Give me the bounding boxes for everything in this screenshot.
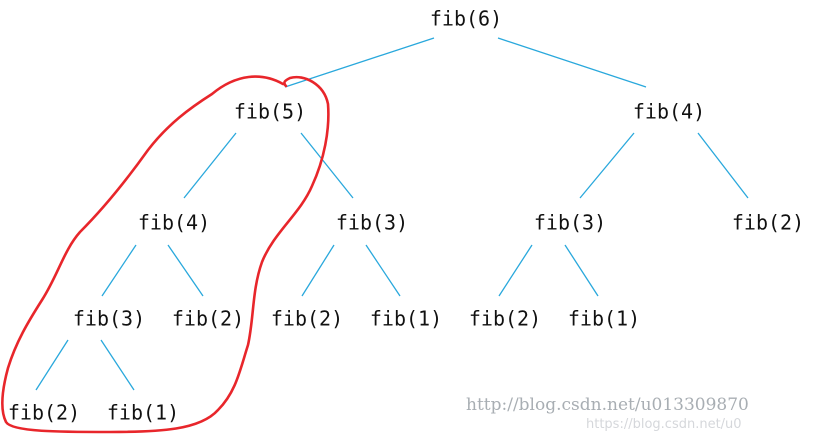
node-l4-b: fib(1) [107, 401, 179, 425]
node-l3-c: fib(2) [271, 307, 343, 331]
node-l2-c: fib(3) [534, 211, 606, 235]
node-l3-f: fib(1) [568, 307, 640, 331]
watermark-text: http://blog.csdn.net/u013309870 [466, 395, 749, 415]
node-l1-right: fib(4) [633, 100, 705, 124]
node-root: fib(6) [430, 7, 502, 31]
edge-root-left [284, 37, 435, 88]
node-l4-a: fib(2) [8, 401, 80, 425]
node-l2-a: fib(4) [138, 211, 210, 235]
watermark-faint-text: https://blog.csdn.net/u0 [586, 417, 742, 432]
tree-edges [35, 37, 749, 391]
node-l3-e: fib(2) [469, 307, 541, 331]
node-l3-a: fib(3) [73, 307, 145, 331]
node-l2-d: fib(2) [732, 211, 804, 235]
highlight-loop [1, 75, 330, 434]
edge-fib4r-fib2 [697, 132, 749, 199]
edge-fib4-fib2 [167, 244, 204, 297]
edge-fib3a-fib2 [301, 244, 335, 297]
edge-fib5-fib3 [300, 132, 354, 199]
edge-root-right [497, 37, 647, 88]
node-l1-left: fib(5) [234, 100, 306, 124]
edge-fib4r-fib3 [579, 132, 635, 199]
node-l3-b: fib(2) [172, 307, 244, 331]
edge-fib3c-fib1 [100, 339, 135, 391]
node-l3-d: fib(1) [370, 307, 442, 331]
edge-fib5-fib4 [183, 132, 237, 199]
edge-fib4-fib3 [101, 244, 137, 297]
edge-fib3b-fib1 [564, 244, 599, 297]
edge-fib3c-fib2 [35, 339, 69, 391]
tree-nodes: fib(6) fib(5) fib(4) fib(4) fib(3) fib(3… [8, 7, 804, 425]
node-l2-b: fib(3) [336, 211, 408, 235]
edge-fib3b-fib2 [498, 244, 533, 297]
edge-fib3a-fib1 [365, 244, 401, 297]
